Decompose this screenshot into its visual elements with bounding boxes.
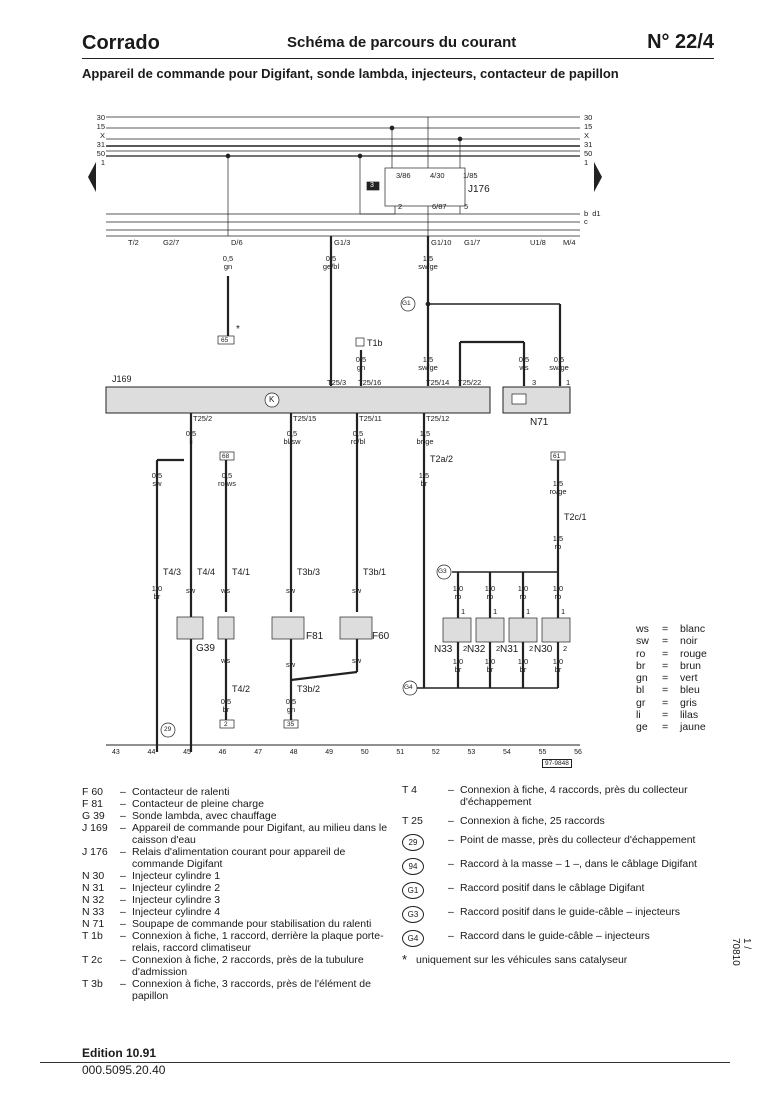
injector-group xyxy=(442,572,571,688)
power-bus xyxy=(106,116,580,237)
footnote: *uniquement sur les véhicules sans catal… xyxy=(402,952,628,967)
color-row: sw=noir xyxy=(636,635,698,648)
legend-item: N 30–Injecteur cylindre 1 xyxy=(82,870,221,882)
color-row: gn=vert xyxy=(636,672,698,685)
connection-legend: T 4–Connexion à fiche, 4 raccords, près … xyxy=(402,784,722,973)
legend-item: 29–Point de masse, près du collecteur d'… xyxy=(402,834,722,851)
relay-j176 xyxy=(357,117,466,236)
g39-name: G39 xyxy=(196,643,215,654)
ground-point-icon: 29 xyxy=(402,834,424,851)
page-number: N° 22/4 xyxy=(647,31,714,53)
ref-code: 97-9848 xyxy=(542,759,572,768)
color-row: ro=rouge xyxy=(636,647,707,660)
wiring-diagram xyxy=(88,116,602,752)
color-row: br=brun xyxy=(636,659,702,672)
injector-n31: N31 xyxy=(500,644,519,655)
f60-name: F60 xyxy=(372,631,390,642)
positive-connection-icon: G3 xyxy=(402,906,424,923)
ecu-symbol: K xyxy=(269,395,275,404)
injector-n32: N32 xyxy=(467,644,486,655)
legend-item: F 60–Contacteur de ralenti xyxy=(82,786,230,798)
color-row: ws=blanc xyxy=(636,623,706,635)
legend-item: N 71–Soupape de commande pour stabilisat… xyxy=(82,918,372,930)
color-code-table: ws=blanc sw=noir ro=rouge br=brun gn=ver… xyxy=(636,623,707,734)
legend-item: T 2c–Connexion à fiche, 2 raccords, près… xyxy=(82,954,364,978)
positive-connection-icon: G1 xyxy=(402,882,424,899)
legend-item: G 39–Sonde lambda, avec chauffage xyxy=(82,810,277,822)
color-row: ge=jaune xyxy=(636,721,706,734)
model-name: Corrado xyxy=(82,32,160,54)
relay-name: J176 xyxy=(468,184,490,195)
color-row: gr=gris xyxy=(636,696,697,709)
legend-item: N 32–Injecteur cylindre 3 xyxy=(82,894,221,906)
bus-right-bottom: b d1 c xyxy=(584,209,601,226)
legend-item: N 33–Injecteur cylindre 4 xyxy=(82,906,221,918)
side-code: 1 / 70810 xyxy=(730,938,752,966)
ecu-name: J169 xyxy=(112,374,132,384)
legend-item: 94–Raccord à la masse – 1 –, dans le câb… xyxy=(402,858,722,875)
ground-connection-icon: 94 xyxy=(402,858,424,875)
page-header: Corrado Schéma de parcours du courant N°… xyxy=(82,28,714,59)
injector-n30: N30 xyxy=(534,644,553,655)
connection-icon: G4 xyxy=(402,930,424,947)
injector-n33: N33 xyxy=(434,644,453,655)
bus-left-labels: 30 15 X 31 50 1 xyxy=(96,113,105,167)
page-subtitle: Appareil de commande pour Digifant, sond… xyxy=(82,66,619,81)
legend-item: T 3b–Connexion à fiche, 3 raccords, près… xyxy=(82,978,371,1002)
edition-label: Edition 10.91 xyxy=(82,1046,157,1060)
legend-item: G3–Raccord positif dans le guide-câble –… xyxy=(402,906,722,923)
legend-item: T 4–Connexion à fiche, 4 raccords, près … xyxy=(402,784,688,808)
left-arrow-icon xyxy=(88,162,96,192)
legend-item: J 169–Appareil de commande pour Digifant… xyxy=(82,822,388,846)
color-row: bl=bleu xyxy=(636,684,700,697)
legend-item: G4–Raccord dans le guide-câble – injecte… xyxy=(402,930,722,947)
diagram-labels: 30 15 X 31 50 1 30 15 X 31 50 1 b d1 c 3… xyxy=(96,113,601,768)
bus-right-labels: 30 15 X 31 50 1 xyxy=(584,113,593,167)
legend-item: N 31–Injecteur cylindre 2 xyxy=(82,882,221,894)
legend-item: T 25–Connexion à fiche, 25 raccords xyxy=(402,815,605,827)
legend-item: J 176–Relais d'alimentation courant pour… xyxy=(82,846,346,870)
bottom-scale: 43 44 45 46 47 48 49 50 51 52 53 54 55 5… xyxy=(112,749,582,756)
footer-divider xyxy=(40,1062,730,1063)
legend-item: T 1b–Connexion à fiche, 1 raccord, derri… xyxy=(82,930,384,954)
ecu-j169-box xyxy=(105,386,491,414)
legend-item: G1–Raccord positif dans le câblage Digif… xyxy=(402,882,722,899)
component-legend: F 60–Contacteur de ralenti F 81–Contacte… xyxy=(82,786,392,1002)
legend-item: F 81–Contacteur de pleine charge xyxy=(82,798,264,810)
page-title: Schéma de parcours du courant xyxy=(287,34,517,51)
f81-name: F81 xyxy=(306,631,324,642)
n71-name: N71 xyxy=(530,417,549,428)
document-code: 000.5095.20.40 xyxy=(82,1063,166,1077)
color-row: li=lilas xyxy=(636,709,699,722)
relay-box-label: 3 xyxy=(370,182,374,189)
right-arrow-icon xyxy=(594,162,602,192)
